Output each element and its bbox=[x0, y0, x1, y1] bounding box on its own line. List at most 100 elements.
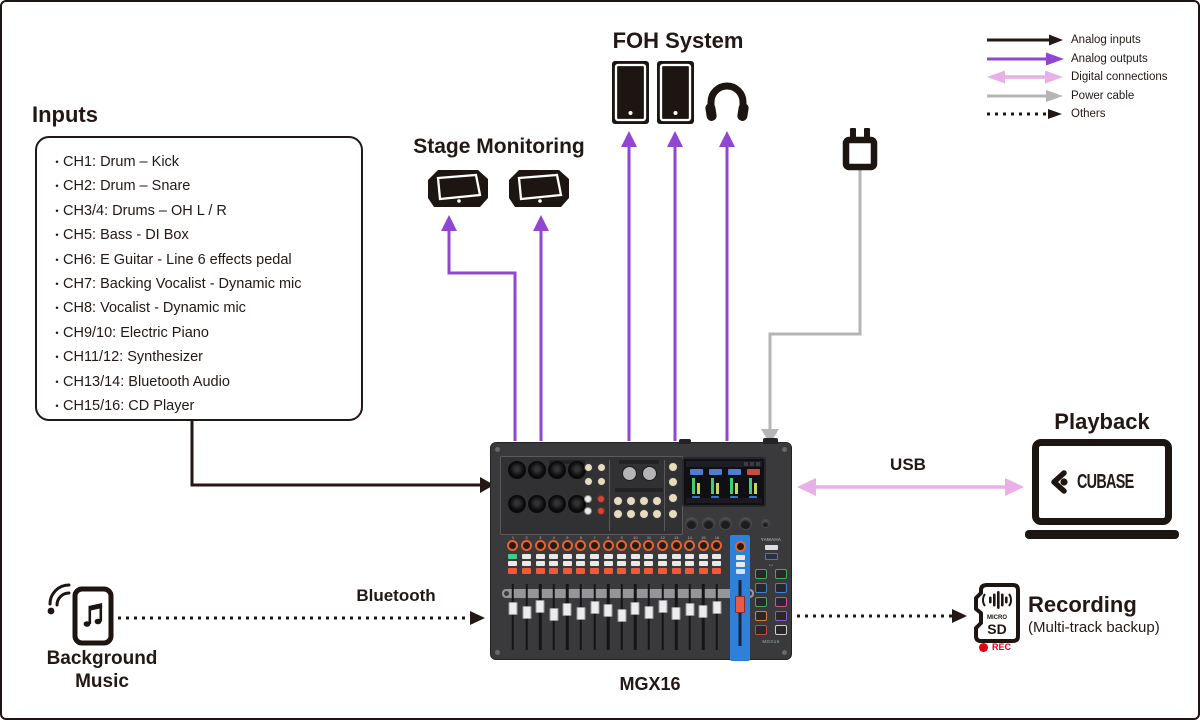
playback-title: Playback bbox=[1054, 409, 1150, 434]
master-button[interactable] bbox=[735, 554, 745, 560]
screen-knob[interactable] bbox=[719, 517, 732, 530]
input-list-item: CH9/10: Electric Piano bbox=[51, 321, 351, 345]
monitor-knob[interactable] bbox=[761, 519, 770, 528]
line-jack bbox=[596, 462, 606, 472]
digital-connections-arrow-icon bbox=[987, 70, 1063, 84]
inputs-title: Inputs bbox=[32, 102, 98, 127]
legend: Analog inputs Analog outputs Digital con… bbox=[986, 33, 1168, 121]
channel-strip[interactable]: 13 bbox=[669, 535, 683, 661]
master-fader[interactable] bbox=[735, 596, 745, 613]
channel-strip[interactable]: 4 bbox=[547, 535, 561, 661]
others-arrow-icon bbox=[987, 109, 1062, 120]
xlr-output-jack bbox=[641, 466, 657, 481]
cubase-wordmark: CUBASE bbox=[1077, 470, 1134, 493]
scene-button[interactable] bbox=[755, 597, 767, 607]
line-jack bbox=[583, 476, 593, 486]
sd-label: SD bbox=[987, 621, 1006, 637]
touchscreen-display[interactable] bbox=[682, 457, 766, 507]
speaker-icon bbox=[657, 61, 694, 124]
master-button[interactable] bbox=[735, 561, 745, 567]
channel-strip[interactable]: 11 bbox=[642, 535, 656, 661]
channel-strip[interactable]: 16 bbox=[710, 535, 724, 661]
monitor-out-jack bbox=[626, 496, 636, 506]
channel-strip[interactable]: 6 bbox=[574, 535, 588, 661]
aux-jack bbox=[668, 462, 678, 472]
channel-strip[interactable]: 9 bbox=[615, 535, 629, 661]
master-button-grid bbox=[753, 569, 789, 635]
legend-row-analog-inputs: Analog inputs bbox=[986, 33, 1168, 47]
cubase-logo-icon bbox=[1051, 470, 1068, 494]
channel-strip[interactable]: 10 bbox=[629, 535, 643, 661]
channel-strip[interactable]: 2 bbox=[520, 535, 534, 661]
stage-monitoring-title: Stage Monitoring bbox=[413, 135, 585, 158]
jack-panel bbox=[500, 456, 683, 535]
scene-button[interactable] bbox=[755, 611, 767, 621]
monitor-out-jack bbox=[639, 496, 649, 506]
power-cable-arrow-icon bbox=[987, 89, 1063, 102]
channel-strip[interactable]: 1 bbox=[506, 535, 520, 661]
monitor-out-jack bbox=[613, 509, 623, 519]
master-button[interactable] bbox=[735, 568, 745, 574]
rec-label: REC bbox=[992, 642, 1012, 652]
channel-strip[interactable]: 7 bbox=[588, 535, 602, 661]
speaker-icon bbox=[612, 61, 649, 124]
laptop-base bbox=[1025, 530, 1179, 539]
input-list-item: CH15/16: CD Player bbox=[51, 394, 351, 418]
master-strip bbox=[730, 535, 750, 661]
scene-button[interactable] bbox=[775, 611, 787, 621]
utility-button[interactable] bbox=[764, 545, 778, 550]
rca-jack-white bbox=[584, 495, 592, 503]
screen-knob[interactable] bbox=[685, 517, 698, 530]
channel-strip[interactable]: 3 bbox=[533, 535, 547, 661]
channel-strip[interactable]: 15 bbox=[697, 535, 711, 661]
scene-button[interactable] bbox=[755, 569, 767, 579]
utility-button[interactable] bbox=[764, 553, 778, 560]
input-list-item: CH3/4: Drums – OH L / R bbox=[51, 199, 351, 223]
monitor-out-jack bbox=[613, 496, 623, 506]
scene-button[interactable] bbox=[775, 625, 787, 635]
scene-button[interactable] bbox=[755, 583, 767, 593]
combo-jack bbox=[548, 461, 566, 479]
scene-button[interactable] bbox=[775, 583, 787, 593]
monitor-out-jack bbox=[626, 509, 636, 519]
scene-button[interactable] bbox=[775, 569, 787, 579]
scene-button[interactable] bbox=[775, 597, 787, 607]
background-music-title: Background Music bbox=[46, 648, 158, 692]
input-list-item: CH13/14: Bluetooth Audio bbox=[51, 370, 351, 394]
waveform-icon bbox=[982, 591, 1012, 609]
channel-strip[interactable]: 12 bbox=[656, 535, 670, 661]
wireless-waves-icon bbox=[47, 583, 71, 615]
smartphone-icon bbox=[72, 586, 114, 646]
inputs-box: CH1: Drum – KickCH2: Drum – SnareCH3/4: … bbox=[35, 136, 363, 421]
aux-jack bbox=[668, 477, 678, 487]
scene-button[interactable] bbox=[755, 625, 767, 635]
line-jack bbox=[596, 476, 606, 486]
screen-knob[interactable] bbox=[739, 517, 752, 530]
channel-strip[interactable]: 5 bbox=[561, 535, 575, 661]
inputs-list: CH1: Drum – KickCH2: Drum – SnareCH3/4: … bbox=[51, 150, 351, 418]
legend-label: Analog inputs bbox=[1071, 34, 1141, 46]
mixer-panel-model: MGX16 bbox=[762, 639, 780, 644]
power-plug-icon bbox=[842, 128, 878, 171]
line-jack bbox=[583, 462, 593, 472]
master-knob[interactable] bbox=[734, 541, 746, 552]
screen-knob[interactable] bbox=[702, 517, 715, 530]
input-list-item: CH11/12: Synthesizer bbox=[51, 345, 351, 369]
combo-jack bbox=[508, 495, 526, 513]
usb-label: USB bbox=[890, 455, 926, 474]
monitor-out-jack bbox=[652, 509, 662, 519]
combo-jack bbox=[528, 461, 546, 479]
legend-row-digital-connections: Digital connections bbox=[986, 70, 1168, 84]
channel-strip[interactable]: 14 bbox=[683, 535, 697, 661]
legend-row-analog-outputs: Analog outputs bbox=[986, 52, 1168, 66]
grid-label: ▸◂ bbox=[769, 563, 773, 567]
analog-outputs-arrow-icon bbox=[987, 52, 1064, 66]
analog-inputs-arrow-icon bbox=[987, 34, 1063, 46]
legend-label: Others bbox=[1071, 108, 1106, 121]
mixer-right-section: YAMAHA ▸◂ MGX16 bbox=[753, 537, 789, 644]
music-note-icon bbox=[83, 603, 103, 627]
aux-jack bbox=[668, 509, 678, 519]
channel-strip[interactable]: 8 bbox=[601, 535, 615, 661]
